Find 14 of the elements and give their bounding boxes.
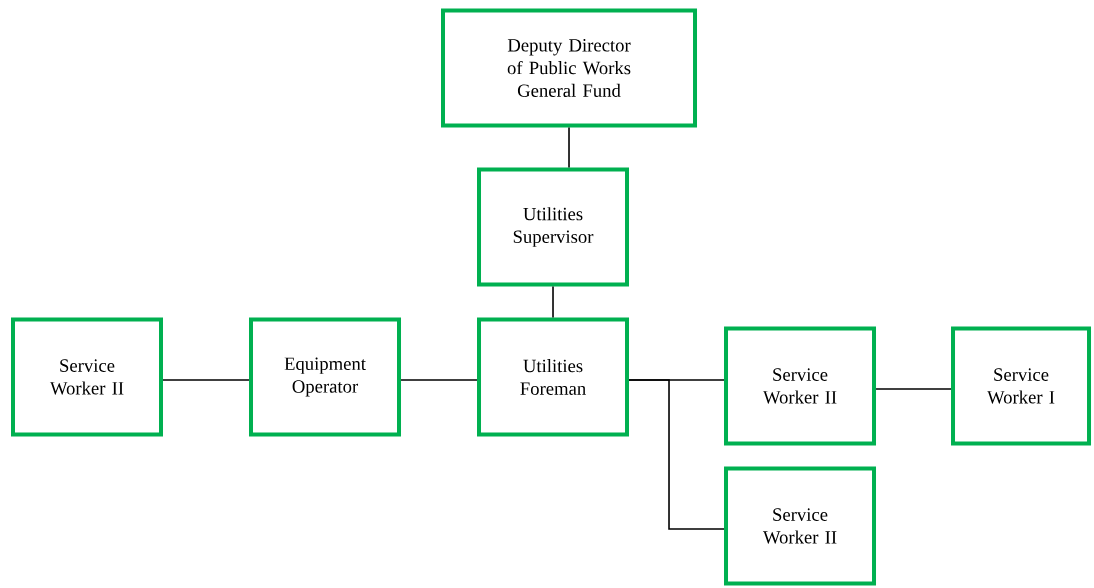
connector-line: [400, 379, 478, 381]
connector-line: [875, 388, 952, 390]
position-box: Service Worker II: [11, 317, 163, 437]
position-box: Utilities Foreman: [477, 317, 629, 437]
position-box: Service Worker II: [724, 466, 876, 586]
connector-line: [568, 126, 570, 169]
position-box: Service Worker I: [951, 326, 1091, 446]
position-box: Equipment Operator: [249, 317, 401, 437]
connector-line: [628, 379, 725, 530]
connector-line: [162, 379, 250, 381]
connector-line: [552, 285, 554, 319]
position-box: Deputy Director of Public Works General Fund: [441, 8, 697, 128]
position-box: Service Worker II: [724, 326, 876, 446]
position-box: Utilities Supervisor: [477, 167, 629, 287]
